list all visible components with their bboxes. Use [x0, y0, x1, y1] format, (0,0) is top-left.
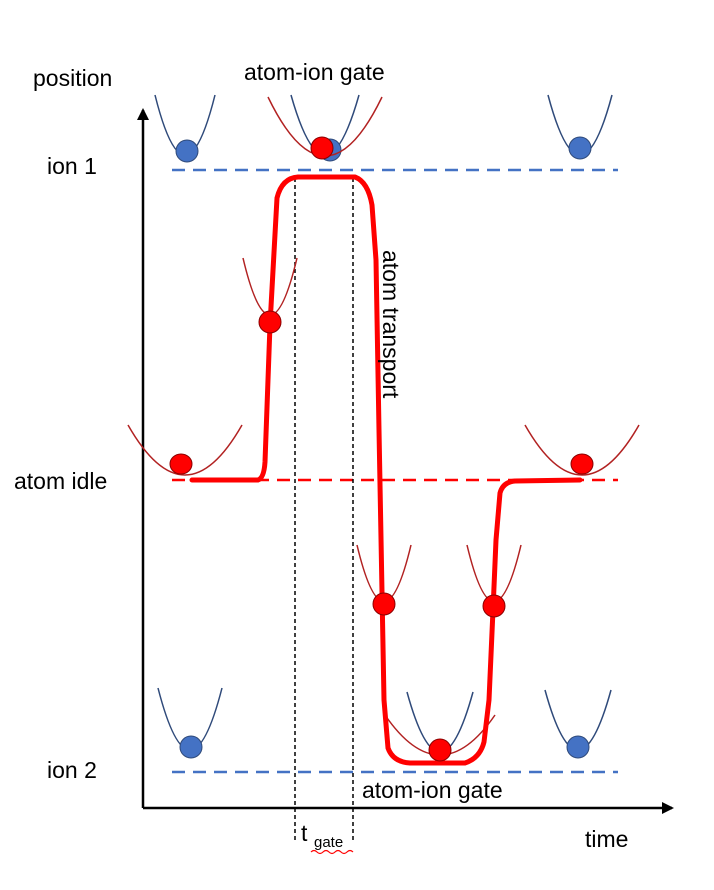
atoms	[169, 136, 594, 762]
ion1-label: ion 1	[47, 153, 97, 179]
t-gate-subscript: gate	[314, 834, 343, 851]
ion2-traps	[157, 687, 612, 759]
spellcheck-squiggle	[310, 849, 354, 855]
atom-ball-icon	[372, 592, 396, 616]
ion2-label: ion 2	[47, 757, 97, 783]
ion-ball-icon	[179, 735, 203, 759]
ion-ball-icon	[568, 136, 592, 160]
atom-ball-icon	[310, 136, 334, 160]
atom-trap-icon	[524, 424, 640, 476]
atom-ball-icon	[258, 310, 282, 334]
atom-ball-icon	[169, 453, 193, 475]
atom-ball-icon	[570, 453, 594, 475]
atom-trap-icon	[127, 424, 243, 476]
atom-transport-label: atom transport	[378, 250, 404, 399]
t-gate-label: t gate	[301, 820, 354, 855]
ion-ball-icon	[566, 735, 590, 759]
gate-label-top: atom-ion gate	[244, 59, 385, 85]
ion1-traps	[154, 94, 613, 163]
atom-ball-icon	[428, 738, 452, 762]
atom-ball-icon	[482, 594, 506, 618]
x-axis-label: time	[585, 826, 628, 852]
y-axis-label: position	[33, 65, 112, 91]
gate-label-bottom: atom-ion gate	[362, 777, 503, 803]
axes	[137, 108, 674, 814]
atom-trajectory	[189, 174, 583, 766]
atom-idle-label: atom idle	[14, 468, 107, 494]
t-gate-main: t	[301, 820, 308, 846]
ion-ball-icon	[175, 139, 199, 163]
